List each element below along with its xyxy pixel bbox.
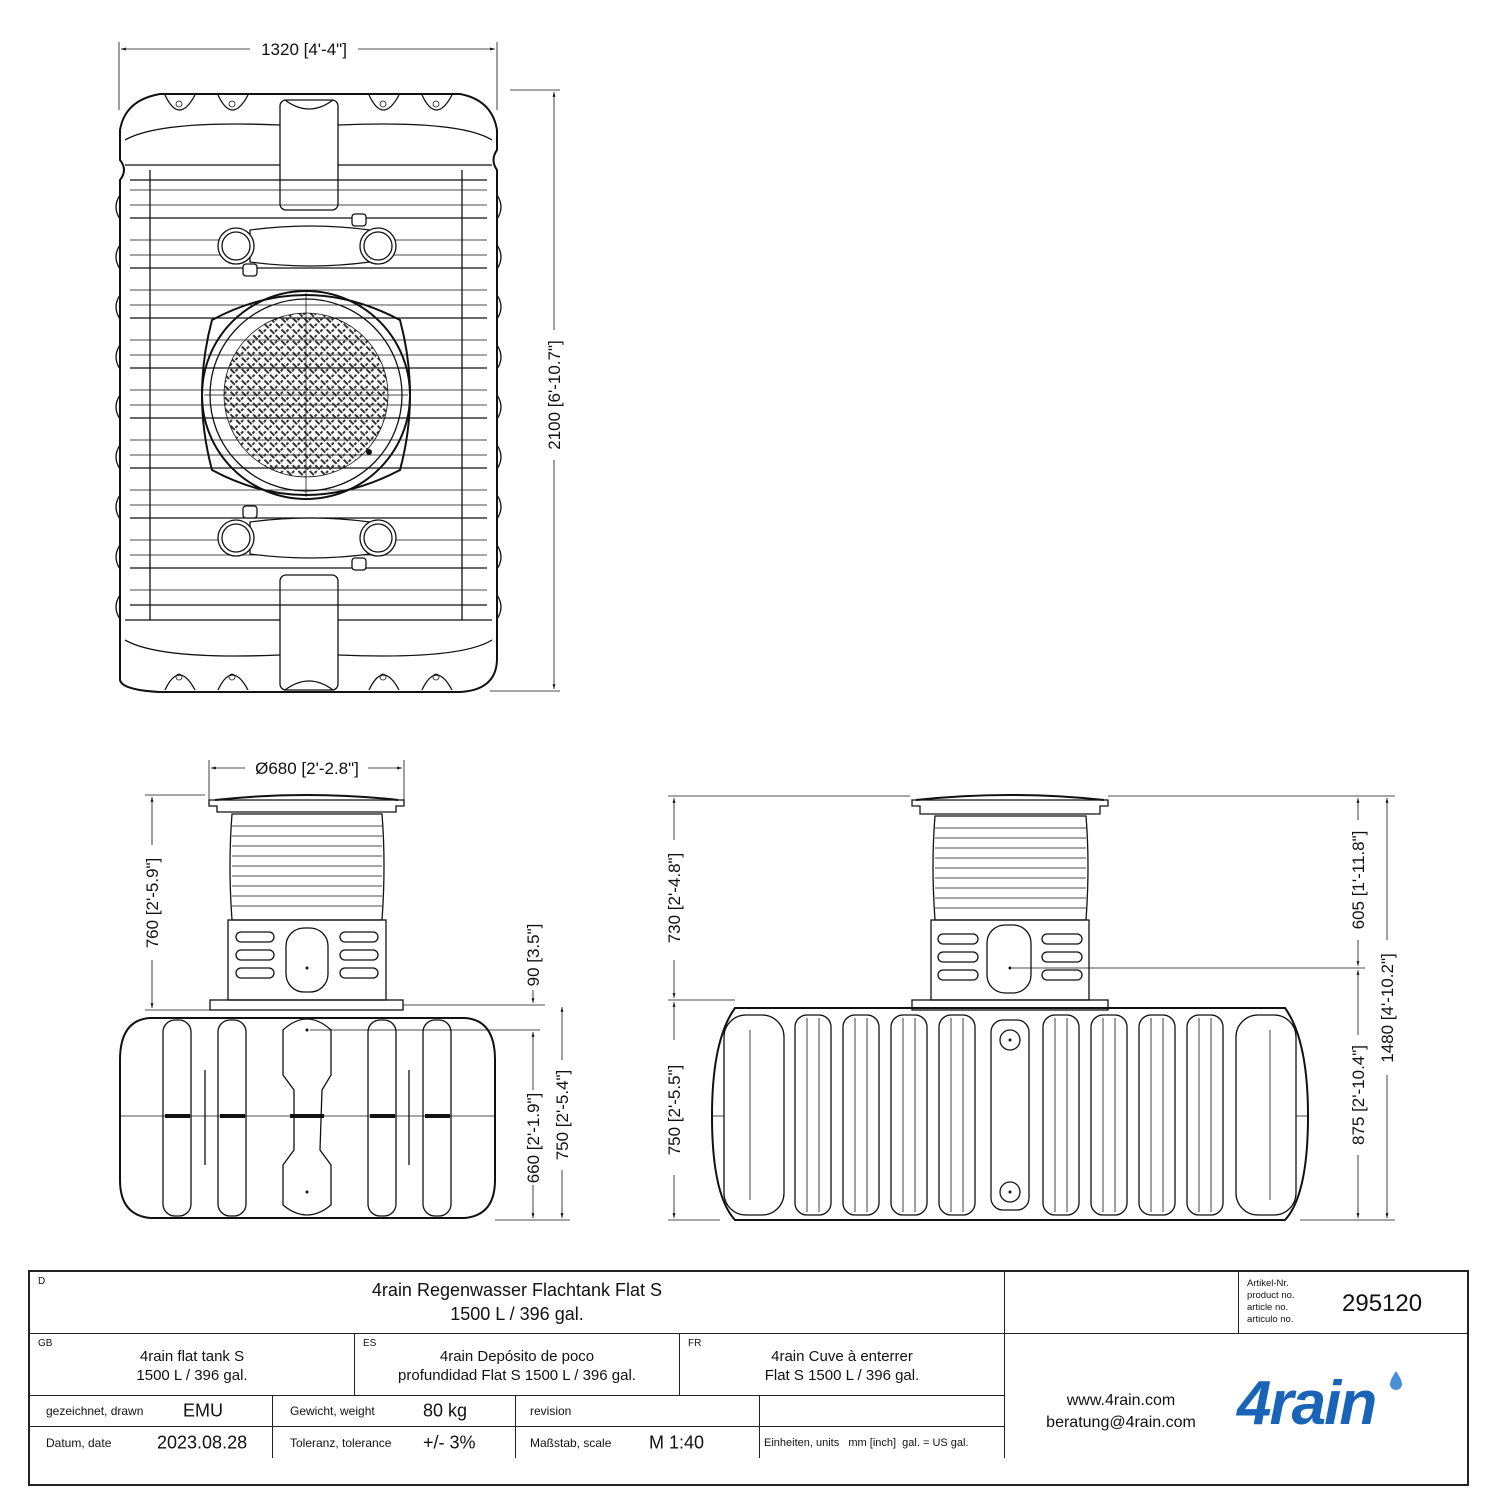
weight-cell: Gewicht, weight 80 kg — [273, 1396, 516, 1427]
title-de-line1: 4rain Regenwasser Flachtank Flat S — [371, 1280, 663, 1300]
title-es: ES 4rain Depósito de poco profundidad Fl… — [355, 1334, 680, 1396]
article-number-cell: Artikel-Nr. product no. article no. arti… — [1239, 1272, 1469, 1334]
raindrop-icon — [1390, 1371, 1402, 1390]
date-cell: Datum, date 2023.08.28 — [30, 1427, 273, 1458]
article-number: 295120 — [1342, 1290, 1423, 1317]
article-label-es: articulo no. — [1247, 1314, 1294, 1325]
dim-front-dome-height: 760 [2'-5.9"] — [143, 858, 162, 949]
title-es-line1: 4rain Depósito de poco — [439, 1348, 595, 1365]
scale-label: Maßstab, scale — [530, 1435, 612, 1450]
dim-collar: 90 [3.5"] — [524, 924, 543, 987]
article-label-product: product no. — [1247, 1290, 1295, 1301]
units-cell: Einheiten, units mm [inch] gal. = US gal… — [760, 1427, 1005, 1458]
side-view: 730 [2'-4.8"] 750 [2'-5.5"] — [665, 794, 1397, 1221]
dim-dome-diameter: Ø680 [2'-2.8"] — [255, 759, 359, 778]
tolerance-cell: Toleranz, tolerance +/- 3% — [273, 1427, 516, 1458]
tolerance-label: Toleranz, tolerance — [290, 1435, 392, 1450]
date-value: 2023.08.28 — [157, 1432, 248, 1452]
technical-drawing: 1320 [4'-4"] 2100 [6'-10.7"] — [115, 40, 1397, 1221]
title-gb-line2: 1500 L / 396 gal. — [136, 1367, 248, 1384]
dim-length: 2100 [6'-10.7"] — [545, 340, 564, 449]
revision-label: revision — [530, 1404, 572, 1418]
title-es-line2: profundidad Flat S 1500 L / 396 gal. — [398, 1367, 636, 1384]
date-label: Datum, date — [46, 1435, 112, 1450]
dim-side-tank-height: 750 [2'-5.5"] — [665, 1065, 684, 1156]
revision-cell: revision — [516, 1396, 760, 1427]
title-gb-line1: 4rain flat tank S — [139, 1348, 245, 1365]
title-fr: FR 4rain Cuve à enterrer Flat S 1500 L /… — [680, 1334, 1005, 1396]
dim-front-tank-height: 750 [2'-5.4"] — [553, 1070, 572, 1161]
drawn-value: EMU — [183, 1400, 223, 1421]
dim-side-total-height: 1480 [4'-10.2"] — [1378, 953, 1397, 1062]
weight-value: 80 kg — [423, 1400, 468, 1421]
title-fr-line2: Flat S 1500 L / 396 gal. — [764, 1367, 920, 1384]
dim-side-inlet-from-top: 605 [1'-11.8"] — [1349, 831, 1368, 930]
units-label: Einheiten, units mm [inch] gal. = US gal… — [764, 1436, 969, 1449]
title-block: D 4rain Regenwasser Flachtank Flat S 150… — [28, 1270, 1469, 1486]
title-de-line2: 1500 L / 396 gal. — [450, 1304, 584, 1324]
blank-cell — [1005, 1272, 1239, 1334]
revision-value-cell — [760, 1396, 1005, 1427]
scale-value: M 1:40 — [649, 1432, 705, 1452]
lang-tag-de: D — [38, 1276, 46, 1287]
top-view: 1320 [4'-4"] 2100 [6'-10.7"] — [115, 40, 564, 693]
front-view: Ø680 [2'-2.8"] 760 [2'-5.9"] — [119, 759, 572, 1221]
title-de: D 4rain Regenwasser Flachtank Flat S 150… — [30, 1272, 1005, 1334]
dim-side-dome-height: 730 [2'-4.8"] — [665, 853, 684, 944]
scale-cell: Maßstab, scale M 1:40 — [516, 1427, 760, 1458]
contact-logo-cell: www.4rain.com beratung@4rain.com 4rain — [1005, 1334, 1469, 1484]
drawn-label: gezeichnet, drawn — [46, 1404, 144, 1418]
website-link[interactable]: www.4rain.com — [1066, 1392, 1176, 1409]
dim-front-inlet-height: 660 [2'-1.9"] — [524, 1093, 543, 1184]
lang-tag-fr: FR — [688, 1338, 702, 1349]
article-label-en: article no. — [1247, 1302, 1289, 1313]
email-link[interactable]: beratung@4rain.com — [1046, 1414, 1196, 1431]
weight-label: Gewicht, weight — [290, 1404, 375, 1418]
logo-text: 4rain — [1237, 1369, 1377, 1438]
brand-logo: 4rain — [1237, 1368, 1377, 1439]
lang-tag-es: ES — [363, 1338, 377, 1349]
dim-width: 1320 [4'-4"] — [261, 40, 347, 59]
manhole-cover-top — [201, 290, 411, 500]
dim-side-inlet-height: 875 [2'-10.4"] — [1349, 1045, 1368, 1145]
drawn-cell: gezeichnet, drawn EMU — [30, 1396, 273, 1427]
title-gb: GB 4rain flat tank S 1500 L / 396 gal. — [30, 1334, 355, 1396]
article-label-de: Artikel-Nr. — [1247, 1278, 1289, 1289]
title-fr-line1: 4rain Cuve à enterrer — [771, 1348, 913, 1365]
lang-tag-gb: GB — [38, 1338, 53, 1349]
tolerance-value: +/- 3% — [423, 1432, 476, 1452]
